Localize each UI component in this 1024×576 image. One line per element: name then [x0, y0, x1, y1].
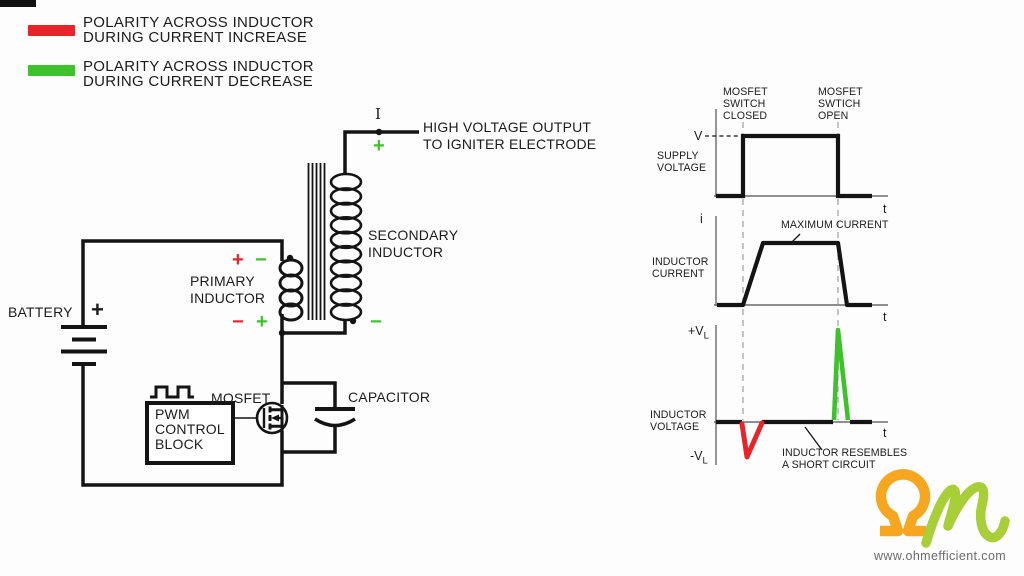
inductor-voltage-label: INDUCTOR VOLTAGE: [650, 409, 707, 434]
supply-voltage-waveform: [716, 133, 872, 199]
primary-top-minus-green: −: [255, 249, 267, 271]
i-axis-label: i: [700, 212, 703, 226]
legend-swatch-decrease: [28, 65, 75, 76]
supply-label-line2: VOLTAGE: [657, 161, 707, 174]
supply-label-line1: SUPPLY: [657, 150, 699, 162]
short-circuit-line2: A SHORT CIRCUIT: [782, 458, 876, 471]
legend-decrease-line2: DURING CURRENT DECREASE: [83, 72, 313, 90]
hv-label-line2: TO IGNITER ELECTRODE: [423, 135, 597, 152]
max-current-annotation: MAXIMUM CURRENT: [781, 219, 889, 231]
transformer-core: [307, 163, 326, 320]
legend-swatch-increase: [28, 25, 75, 36]
vl-plus-label: +VL: [688, 324, 709, 342]
legend-decrease-line1: POLARITY ACROSS INDUCTOR: [83, 58, 314, 75]
junction-dot: [278, 329, 286, 337]
capacitor-plate-curved: [314, 417, 356, 428]
logo-m: [921, 481, 1010, 548]
v-axis-label: V: [694, 129, 703, 143]
capacitor-label: CAPACITOR: [348, 389, 431, 405]
current-label-line1: INDUCTOR: [652, 256, 709, 268]
short-circuit-line1: INDUCTOR RESEMBLES: [782, 447, 908, 459]
vl-plus-text: +V: [688, 324, 704, 338]
mosfet-label: MOSFET: [211, 390, 271, 406]
switch-open-line2: SWTICH: [818, 97, 861, 110]
secondary-label-line1: SECONDARY: [368, 227, 459, 243]
voltage-label-line1: INDUCTOR: [650, 409, 707, 421]
circuit-wires: [81, 130, 419, 487]
red-voltage-spike: [739, 420, 765, 460]
capacitor-icon: [282, 381, 356, 454]
supply-voltage-label: SUPPLY VOLTAGE: [657, 150, 707, 175]
ohmefficient-logo: [875, 469, 1010, 548]
vl-plus-sub: L: [703, 330, 709, 342]
mosfet-icon: [255, 401, 289, 435]
primary-bottom-minus-red: −: [232, 311, 244, 333]
secondary-inductor-label: SECONDARY INDUCTOR: [368, 227, 458, 260]
vl-minus-text: -V: [690, 449, 703, 463]
pwm-label-line2: CONTROL: [155, 421, 225, 437]
graph-axes: [714, 109, 888, 465]
corner-artifact: [0, 0, 36, 7]
graph3-t-label: t: [883, 426, 887, 440]
legend-label-decrease: POLARITY ACROSS INDUCTOR DURING CURRENT …: [83, 58, 314, 90]
switch-open-annotation: MOSFET SWTICH OPEN: [818, 86, 863, 122]
primary-label-line2: INDUCTOR: [190, 289, 266, 306]
hv-output-plus-green: +: [373, 135, 385, 157]
wire-battery-to-primary: [81, 239, 284, 327]
wire-secondary-bottom-junction: [282, 320, 347, 335]
pwm-control-block-label: PWM CONTROL BLOCK: [155, 407, 225, 452]
capacitor-branch-top: [282, 381, 337, 409]
hv-label-line1: HIGH VOLTAGE OUTPUT: [423, 119, 592, 135]
inductor-current-label: INDUCTOR CURRENT: [652, 256, 709, 281]
primary-label-line1: PRIMARY: [190, 273, 255, 289]
graph1-t-label: t: [883, 202, 887, 216]
voltage-label-line2: VOLTAGE: [650, 420, 700, 433]
green-voltage-spike: [831, 327, 851, 421]
capacitor-branch-bottom: [282, 426, 337, 454]
phase-dot-secondary: [349, 317, 357, 325]
inductor-current-waveform: [717, 240, 872, 308]
battery-plus-sign: +: [91, 297, 104, 322]
switch-open-line3: OPEN: [818, 109, 849, 122]
output-current-label: I: [375, 105, 381, 123]
pwm-pulse-icon: [150, 385, 194, 399]
mosfet-arrow: [271, 414, 279, 422]
legend-increase-line2: DURING CURRENT INCREASE: [83, 28, 308, 46]
pwm-label-line1: PWM: [155, 406, 190, 422]
pwm-block-box: [145, 401, 235, 465]
switch-closed-line3: CLOSED: [723, 109, 768, 122]
current-label-line2: CURRENT: [652, 267, 705, 280]
switch-closed-line1: MOSFET: [723, 86, 768, 98]
primary-inductor-label: PRIMARY INDUCTOR: [190, 273, 265, 306]
vl-minus-sub: L: [702, 455, 708, 467]
secondary-bottom-minus-green: −: [370, 311, 382, 333]
primary-top-plus-red: +: [232, 249, 244, 271]
switch-closed-line2: SWITCH: [723, 97, 766, 110]
logo-omega: [875, 469, 931, 537]
wire-hv-output: [343, 130, 419, 175]
secondary-label-line2: INDUCTOR: [368, 243, 444, 260]
primary-coil: [278, 258, 304, 322]
legend-label-increase: POLARITY ACROSS INDUCTOR DURING CURRENT …: [83, 14, 314, 46]
wire-bottom-return: [81, 364, 284, 487]
battery-icon: [61, 325, 107, 366]
graph2-t-label: t: [883, 310, 887, 324]
phase-dot-primary: [286, 254, 294, 262]
secondary-coil: [329, 172, 363, 322]
short-circuit-pointer: [804, 426, 823, 451]
vl-minus-label: -VL: [690, 449, 708, 467]
max-current-pointer: [790, 233, 801, 244]
switch-closed-annotation: MOSFET SWITCH CLOSED: [723, 86, 768, 122]
battery-label: BATTERY: [8, 304, 73, 320]
website-url: www.ohmefficient.com: [874, 549, 1007, 563]
output-node-dot: [375, 128, 383, 136]
primary-bottom-plus-green: +: [256, 311, 268, 333]
short-circuit-annotation: INDUCTOR RESEMBLES A SHORT CIRCUIT: [782, 447, 908, 472]
hv-output-label: HIGH VOLTAGE OUTPUT TO IGNITER ELECTRODE: [423, 119, 596, 152]
switch-open-line1: MOSFET: [818, 86, 863, 98]
legend-increase-line1: POLARITY ACROSS INDUCTOR: [83, 14, 314, 31]
pwm-label-line3: BLOCK: [155, 436, 204, 452]
